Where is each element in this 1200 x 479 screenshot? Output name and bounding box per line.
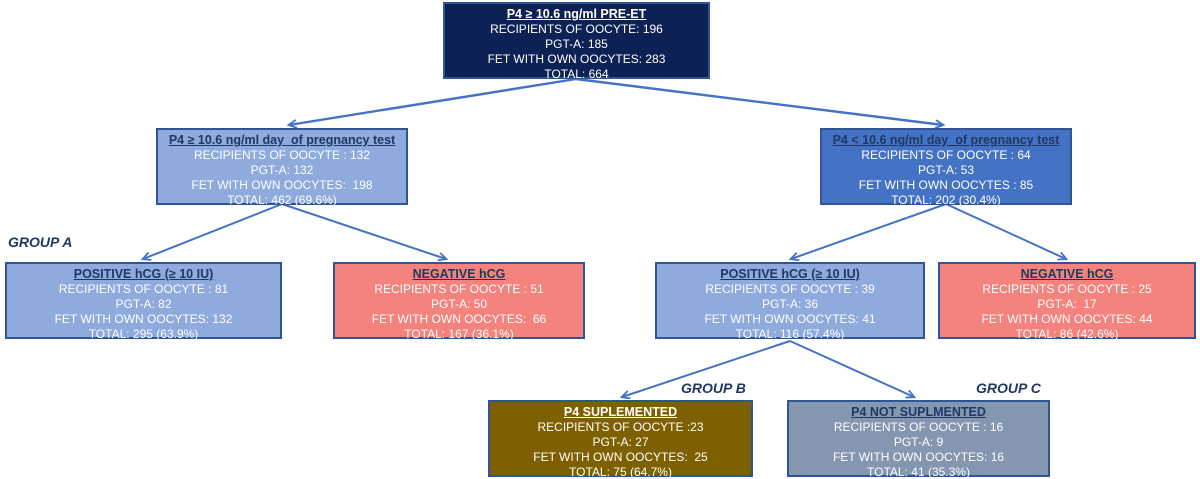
node-title: P4 < 10.6 ng/ml day of pregnancy test xyxy=(832,133,1060,147)
node-pre-et: P4 ≥ 10.6 ng/ml PRE-ET RECIPIENTS OF OOC… xyxy=(443,2,710,81)
node-line: FET WITH OWN OOCYTES: 41 xyxy=(704,312,876,326)
group-c-label: GROUP C xyxy=(976,380,1041,396)
node-line: TOTAL: 75 (64.7%) xyxy=(569,465,672,479)
node-line: TOTAL: 86 (42.6%) xyxy=(1015,327,1119,341)
node-line: TOTAL: 202 (30.4%) xyxy=(891,193,1001,207)
node-line: RECIPIENTS OF OOCYTE : 51 xyxy=(374,282,544,296)
node-title: P4 SUPLEMENTED xyxy=(563,405,678,419)
node-line: PGT-A: 36 xyxy=(761,297,819,311)
node-title: NEGATIVE hCG xyxy=(1020,267,1114,281)
node-line: RECIPIENTS OF OOCYTE : 39 xyxy=(705,282,875,296)
node-line: FET WITH OWN OOCYTES: 25 xyxy=(533,450,708,464)
arrow-positive-to-not-suplmented xyxy=(789,340,914,397)
node-line: RECIPIENTS OF OOCYTE: 196 xyxy=(490,22,663,36)
node-line: TOTAL: 167 (36.1%) xyxy=(404,327,514,341)
node-line: RECIPIENTS OF OOCYTE :23 xyxy=(537,420,704,434)
node-p4-not-suplmented: P4 NOT SUPLMENTED RECIPIENTS OF OOCYTE :… xyxy=(787,400,1050,479)
node-positive-hcg-right: POSITIVE hCG (≥ 10 IU) RECIPIENTS OF OOC… xyxy=(655,262,925,341)
node-line: PGT-A: 82 xyxy=(115,297,172,311)
group-a-label: GROUP A xyxy=(8,234,73,250)
node-line: FET WITH OWN OOCYTES: 132 xyxy=(54,312,233,326)
node-line: FET WITH OWN OOCYTES : 85 xyxy=(858,178,1034,192)
arrow-root-to-low xyxy=(575,77,943,125)
arrow-high-to-negative xyxy=(281,203,446,259)
node-p4-high-test: P4 ≥ 10.6 ng/ml day of pregnancy test RE… xyxy=(156,128,408,207)
node-title: NEGATIVE hCG xyxy=(412,267,506,281)
node-title: P4 ≥ 10.6 ng/ml PRE-ET xyxy=(506,7,647,21)
node-line: TOTAL: 664 xyxy=(544,67,609,81)
node-line: TOTAL: 295 (63.9%) xyxy=(88,327,199,341)
node-title: POSITIVE hCG (≥ 10 IU) xyxy=(720,267,860,281)
node-title: P4 ≥ 10.6 ng/ml day of pregnancy test xyxy=(168,133,396,147)
node-line: PGT-A: 53 xyxy=(917,163,975,177)
arrow-low-to-positive xyxy=(791,203,947,259)
node-line: TOTAL: 116 (57.4%) xyxy=(735,327,845,341)
arrow-root-to-high xyxy=(289,77,577,125)
node-negative-hcg-right: NEGATIVE hCG RECIPIENTS OF OOCYTE : 25 P… xyxy=(938,262,1196,341)
node-line: RECIPIENTS OF OOCYTE : 25 xyxy=(982,282,1152,296)
arrow-low-to-negative xyxy=(945,203,1066,259)
group-b-label: GROUP B xyxy=(681,380,746,396)
node-line: TOTAL: 462 (69.6%) xyxy=(227,193,337,207)
node-line: PGT-A: 17 xyxy=(1037,297,1097,311)
node-line: FET WITH OWN OOCYTES: 44 xyxy=(981,312,1153,326)
node-line: FET WITH OWN OOCYTES: 283 xyxy=(487,52,666,66)
node-line: RECIPIENTS OF OOCYTE : 81 xyxy=(58,282,229,296)
node-negative-hcg-left: NEGATIVE hCG RECIPIENTS OF OOCYTE : 51 P… xyxy=(333,262,585,341)
node-line: RECIPIENTS OF OOCYTE : 16 xyxy=(833,420,1004,434)
node-line: FET WITH OWN OOCYTES: 66 xyxy=(371,312,547,326)
arrow-high-to-positive xyxy=(143,203,283,259)
node-line: RECIPIENTS OF OOCYTE : 64 xyxy=(861,148,1031,162)
node-line: PGT-A: 9 xyxy=(893,435,944,449)
node-positive-hcg-left: POSITIVE hCG (≥ 10 IU) RECIPIENTS OF OOC… xyxy=(5,262,282,341)
node-p4-suplemented: P4 SUPLEMENTED RECIPIENTS OF OOCYTE :23 … xyxy=(488,400,753,479)
node-p4-low-test: P4 < 10.6 ng/ml day of pregnancy test RE… xyxy=(820,128,1072,207)
node-line: FET WITH OWN OOCYTES: 198 xyxy=(191,178,373,192)
node-line: TOTAL: 41 (35.3%) xyxy=(867,465,970,479)
node-line: PGT-A: 50 xyxy=(430,297,488,311)
node-title: POSITIVE hCG (≥ 10 IU) xyxy=(73,267,214,281)
node-line: PGT-A: 27 xyxy=(592,435,649,449)
node-line: RECIPIENTS OF OOCYTE : 132 xyxy=(193,148,371,162)
node-line: PGT-A: 132 xyxy=(250,163,314,177)
node-line: PGT-A: 185 xyxy=(545,37,608,51)
node-line: FET WITH OWN OOCYTES: 16 xyxy=(832,450,1005,464)
node-title: P4 NOT SUPLMENTED xyxy=(851,405,986,419)
